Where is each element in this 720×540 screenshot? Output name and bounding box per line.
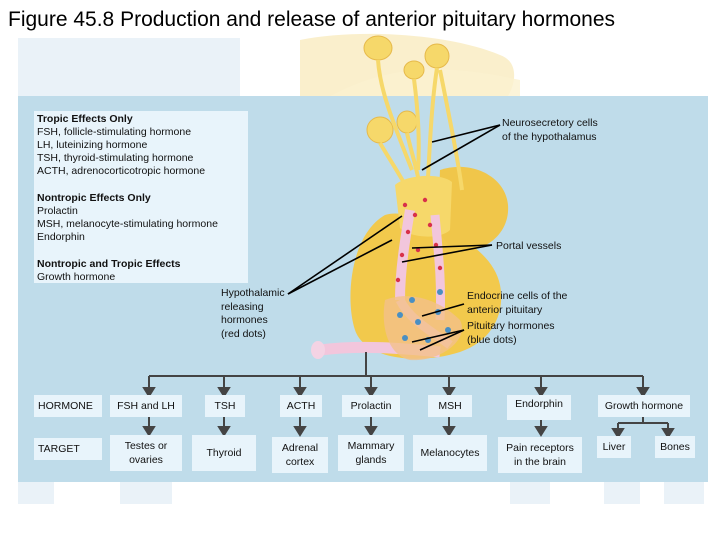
hormone-legend: Tropic Effects Only FSH, follicle-stimul… — [34, 111, 248, 283]
legend-item: Growth hormone — [37, 271, 116, 283]
panel-tab — [664, 482, 704, 504]
legend-item: TSH, thyroid-stimulating hormone — [37, 152, 194, 164]
neuron-body — [363, 35, 393, 61]
hormone-row-header: HORMONE — [34, 395, 102, 417]
neuron-body — [403, 60, 425, 80]
legend-item: Prolactin — [37, 205, 78, 217]
target-testes-ovaries: Testes or ovaries — [110, 435, 182, 471]
label-pituitary-hormones: Pituitary hormones (blue dots) — [467, 320, 555, 346]
target-adrenal-cortex: Adrenal cortex — [272, 437, 328, 473]
legend-item: FSH, follicle-stimulating hormone — [37, 126, 192, 138]
legend-section-both: Nontropic and Tropic Effects Growth horm… — [37, 258, 181, 284]
red-dots — [395, 197, 443, 283]
legend-item: Endorphin — [37, 231, 85, 243]
legend-heading: Nontropic Effects Only — [37, 192, 151, 204]
neuron-body — [366, 116, 394, 144]
legend-heading: Nontropic and Tropic Effects — [37, 258, 181, 270]
hormone-msh: MSH — [428, 395, 472, 417]
label-neurosecretory-cells: Neurosecretory cells of the hypothalamus — [502, 117, 598, 143]
neuron-body — [424, 43, 450, 69]
target-bones: Bones — [655, 436, 695, 458]
target-thyroid: Thyroid — [192, 435, 256, 471]
legend-item: LH, luteinizing hormone — [37, 139, 148, 151]
legend-section-nontropic: Nontropic Effects Only Prolactin MSH, me… — [37, 192, 218, 244]
panel-tab — [120, 482, 172, 504]
label-endocrine-cells: Endocrine cells of the anterior pituitar… — [467, 290, 568, 316]
legend-item: ACTH, adrenocorticotropic hormone — [37, 165, 206, 177]
label-portal-vessels: Portal vessels — [496, 240, 562, 252]
legend-section-tropic: Tropic Effects Only FSH, follicle-stimul… — [37, 113, 205, 178]
target-liver: Liver — [597, 436, 631, 458]
distribution-tree — [149, 352, 643, 377]
panel-tab — [510, 482, 550, 504]
target-arrows — [142, 417, 675, 439]
hormone-prolactin: Prolactin — [342, 395, 400, 417]
background-strip-top — [18, 38, 240, 96]
endocrine-cluster — [383, 296, 462, 361]
target-pain-receptors: Pain receptors in the brain — [498, 437, 582, 473]
callout-lines — [287, 124, 501, 351]
hormone-endorphin: Endorphin — [507, 395, 571, 420]
legend-heading: Tropic Effects Only — [37, 113, 133, 125]
hormone-growth-hormone: Growth hormone — [598, 395, 690, 417]
panel-tab — [18, 482, 54, 504]
hormone-tsh: TSH — [205, 395, 245, 417]
target-row-header: TARGET — [34, 438, 102, 460]
label-releasing-hormones: Hypothalamic releasing hormones (red dot… — [221, 287, 285, 340]
hormone-arrows — [142, 376, 650, 398]
target-melanocytes: Melanocytes — [413, 435, 487, 471]
posterior-pituitary — [438, 166, 509, 250]
hormone-acth: ACTH — [280, 395, 322, 417]
target-mammary-glands: Mammary glands — [338, 435, 404, 471]
neuron-body — [396, 110, 418, 134]
legend-item: MSH, melanocyte-stimulating hormone — [37, 218, 218, 230]
panel-tab — [604, 482, 640, 504]
hormone-fsh-lh: FSH and LH — [110, 395, 182, 417]
figure-title: Figure 45.8 Production and release of an… — [8, 8, 616, 31]
